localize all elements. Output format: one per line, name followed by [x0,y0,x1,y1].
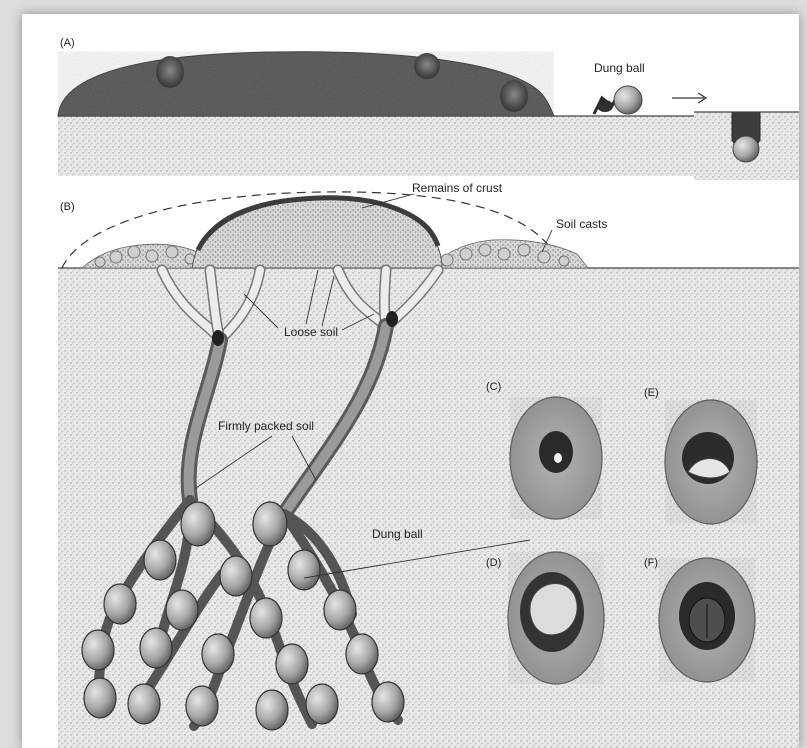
panel-label-e: (E) [644,387,659,399]
soil-surface-a [58,116,698,176]
remains-mound [192,198,442,268]
nest-cell-e [665,400,757,524]
soil-casts-right [432,240,588,268]
panel-label-b: (B) [60,201,75,213]
egg-icon [554,453,562,463]
direction-arrow-icon [672,93,706,103]
label-firmly-packed-soil: Firmly packed soil [218,419,314,433]
nest-cell-c [510,397,602,519]
dung-ball-a [614,86,642,114]
label-remains-of-crust: Remains of crust [412,181,503,195]
panel-a-scene [58,52,799,180]
buried-dung-ball [733,136,759,162]
nest-cell-f [659,558,755,682]
beetle-in-shaft-right-icon [386,311,398,327]
label-dung-ball-top: Dung ball [594,61,645,75]
pat-hole-2 [500,80,528,112]
panel-label-a: (A) [60,37,75,49]
label-loose-soil: Loose soil [284,325,338,339]
label-dung-ball-bottom: Dung ball [372,527,423,541]
illustration-canvas: (A) (B) (C) (E) (D) (F) Dung ball Remain… [22,14,799,748]
beetle-on-pat-icon [414,53,440,79]
dung-beetle-figure: (A) (B) (C) (E) (D) (F) Dung ball Remain… [22,14,799,748]
nest-cell-d [508,552,604,684]
pat-hole-1 [156,56,184,88]
label-soil-casts: Soil casts [556,217,607,231]
panel-label-d: (D) [486,557,501,569]
burial-inset [694,112,799,180]
egg-chamber [539,431,573,473]
beetle-in-shaft-left-icon [212,330,224,346]
panel-label-f: (F) [644,557,658,569]
grub-icon [530,584,577,635]
panel-label-c: (C) [486,381,501,393]
